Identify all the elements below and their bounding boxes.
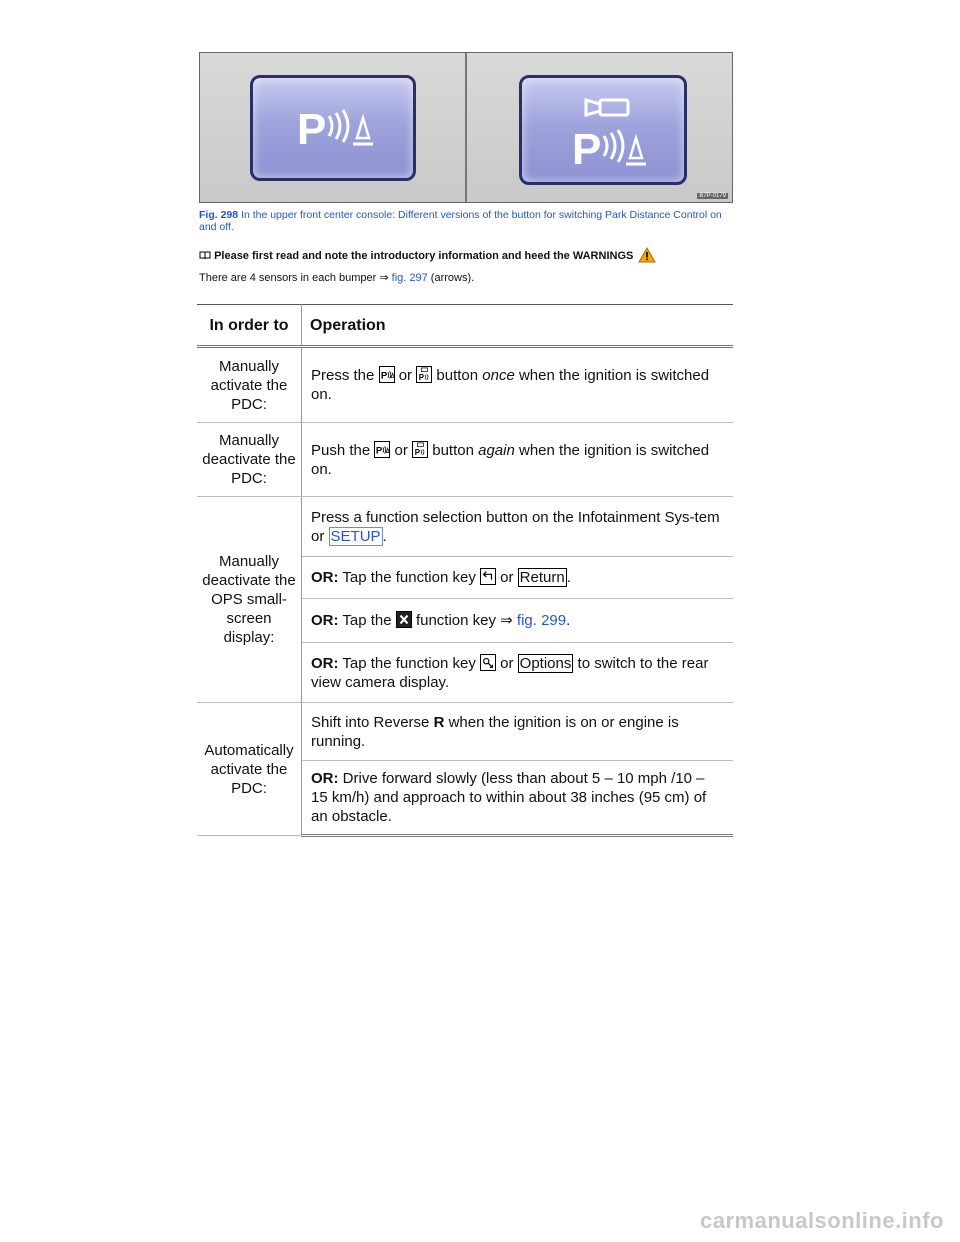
row-operation: OR: Tap the function key or Return. [301, 556, 733, 599]
figure-298: P P B7P-0179 [199, 52, 733, 203]
table-row: OR: Drive forward slowly (less than abou… [197, 760, 733, 837]
figure-code: B7P-0179 [697, 193, 728, 199]
op-text: or [495, 654, 518, 672]
op-emphasis: again [478, 441, 515, 459]
op-text: . [566, 569, 571, 586]
op-text: when the ignition is switched on. [311, 441, 710, 478]
warning-note: Please first read and note the introduct… [199, 246, 657, 266]
or-label: OR: [311, 612, 339, 629]
row-operation: OR: Tap the function key ⇒ fig. 299. [301, 598, 733, 643]
op-text: Press the [311, 367, 379, 384]
row-operation: Press a function selection button on the… [301, 496, 733, 557]
op-emphasis: once [482, 367, 515, 384]
op-text: when the ignition is switched on. [311, 367, 710, 403]
fig-299-link[interactable]: fig. 299 [516, 612, 567, 629]
table-row: OR: Tap the function key or Options to s… [197, 642, 733, 703]
pdc-camera-key-icon: P [416, 366, 433, 383]
svg-text:P: P [376, 445, 383, 456]
figure-caption-label: Fig. 298 [199, 209, 239, 221]
pdc-key-icon: P [378, 366, 395, 383]
table-row: OR: Tap the function key or Return. [197, 556, 733, 599]
table-header-row: In order to Operation [197, 304, 733, 348]
warning-triangle-icon [638, 246, 657, 266]
svg-text:P: P [297, 105, 326, 154]
row-label: Manually deactivate the OPS small-screen… [197, 496, 302, 703]
intro-before: There are 4 sensors in each bumper ⇒ [199, 272, 392, 284]
return-arrow-icon[interactable] [479, 568, 496, 585]
op-text: function key ⇒ [411, 612, 517, 629]
svg-text:P: P [415, 448, 420, 457]
or-label: OR: [311, 770, 339, 787]
camera-view-icon[interactable] [479, 653, 496, 671]
row-operation: Push the P or P button again when the ig… [301, 422, 733, 497]
close-icon[interactable] [395, 611, 412, 628]
header-operation: Operation [301, 304, 733, 348]
op-text: or [394, 367, 417, 384]
pdc-camera-key-icon: P [412, 440, 429, 458]
row-label: Manually deactivate the PDC: [197, 422, 302, 497]
pdc-camera-icon: P [572, 98, 646, 174]
table-row: Manually deactivate the PDC: Push the P … [197, 422, 733, 497]
op-text: Shift into Reverse [311, 713, 434, 731]
op-text: or [390, 441, 413, 459]
figure-caption: Fig. 298 In the upper front center conso… [199, 209, 733, 233]
table-row: OR: Tap the function key ⇒ fig. 299. [197, 598, 733, 643]
row-operation: Shift into Reverse R when the ignition i… [301, 702, 733, 761]
fig-297-link[interactable]: fig. 297 [391, 272, 428, 284]
op-text: Drive forward slowly (less than about 5 … [311, 770, 707, 825]
op-text: Tap the function key [338, 654, 480, 672]
options-key[interactable]: Options [517, 653, 574, 673]
figure-caption-text: In the upper front center console: Diffe… [199, 209, 722, 233]
row-operation: Press the P or P button once when the ig… [301, 346, 733, 423]
op-text: Tap the [338, 612, 396, 629]
pdc-button-version-1: P [250, 75, 416, 181]
row-operation: OR: Tap the function key or Options to s… [301, 642, 733, 703]
op-text: Press a function selection button on the… [311, 508, 720, 545]
op-text: Tap the function key [338, 569, 480, 586]
return-key[interactable]: Return [517, 568, 567, 587]
figure-panel-right: P B7P-0179 [465, 53, 732, 202]
svg-text:P: P [380, 370, 387, 381]
row-operation: OR: Drive forward slowly (less than abou… [301, 760, 733, 837]
or-label: OR: [311, 654, 339, 672]
pdc-operation-table: In order to Operation Manually activate … [197, 304, 733, 837]
op-text: to switch to the rear view camera displa… [311, 654, 709, 691]
pdc-key-icon: P [374, 440, 391, 458]
note-text: Please first read and note the introduct… [214, 250, 634, 262]
table-row: Manually deactivate the OPS small-screen… [197, 496, 733, 703]
svg-text:P: P [419, 373, 424, 382]
table-row: Manually activate the PDC: Press the P o… [197, 346, 733, 423]
intro-after: (arrows). [427, 272, 475, 284]
pdc-icon: P [297, 105, 373, 154]
svg-text:P: P [572, 125, 601, 174]
pdc-button-version-2: P [519, 75, 687, 185]
book-icon [199, 250, 214, 262]
op-text: button [428, 441, 479, 459]
op-text: Push the [311, 441, 375, 459]
reverse-gear-label: R [433, 713, 445, 731]
op-text: . [566, 612, 571, 629]
op-text: . [382, 527, 387, 545]
table-row: Automatically activate the PDC: Shift in… [197, 702, 733, 836]
row-label: Manually activate the PDC: [197, 346, 302, 423]
setup-key[interactable]: SETUP [328, 526, 383, 546]
op-text: button [432, 367, 483, 384]
header-in-order-to: In order to [197, 304, 302, 348]
op-text: when the ignition is on or engine is run… [311, 713, 679, 750]
watermark: carmanualsonline.info [700, 1208, 944, 1233]
op-text: or [495, 569, 518, 586]
or-label: OR: [311, 569, 339, 586]
figure-panel-left: P [200, 53, 465, 202]
row-label: Automatically activate the PDC: [197, 702, 302, 836]
intro-text: There are 4 sensors in each bumper ⇒ fig… [199, 271, 474, 284]
